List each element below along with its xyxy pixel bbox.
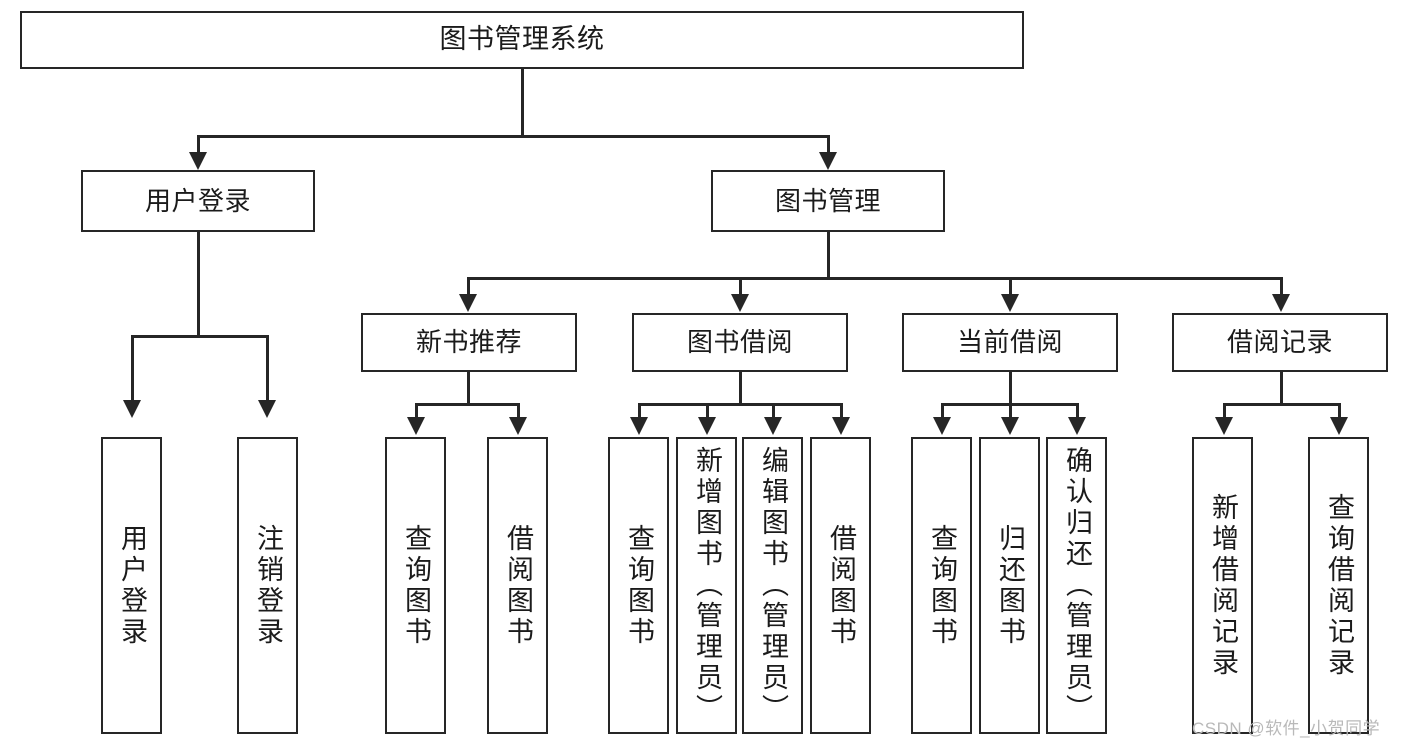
connector-borrow-record-to-leaf-1 [1223,403,1226,419]
node-label: 图书管理系统 [439,24,605,55]
arrow-book-borrow-to-leaf-4 [832,417,850,435]
node-label: 编辑图书（管理员） [758,446,788,725]
node-label: 查询借阅记录 [1324,492,1354,679]
node-new-book-recommend[interactable]: 新书推荐 [361,313,577,372]
connector-root-stem [521,69,524,137]
node-label: 借阅图书 [503,523,533,648]
connector-book-manage-to-borrow-record [1280,277,1283,299]
node-leaf-add-record[interactable]: 新增借阅记录 [1192,437,1253,734]
node-label: 借阅图书 [826,523,856,648]
node-label: 用户登录 [117,523,147,648]
arrow-new-book-to-leaf-1 [407,417,425,435]
node-root-book-management-system[interactable]: 图书管理系统 [20,11,1024,69]
connector-book-borrow-stem [739,372,742,405]
connector-borrow-record-to-leaf-2 [1338,403,1341,419]
connector-user-login-to-leaf-1 [131,335,134,403]
node-label: 新增借阅记录 [1208,492,1238,679]
node-label: 图书借阅 [686,327,793,358]
node-leaf-query-record[interactable]: 查询借阅记录 [1308,437,1369,734]
node-leaf-edit-book[interactable]: 编辑图书（管理员） [742,437,803,734]
connector-current-borrow-stem [1009,372,1012,405]
node-leaf-confirm-return[interactable]: 确认归还（管理员） [1046,437,1107,734]
node-label: 借阅记录 [1226,327,1333,358]
node-label: 当前借阅 [956,327,1063,358]
node-book-borrow[interactable]: 图书借阅 [632,313,848,372]
node-leaf-logout-login[interactable]: 注销登录 [237,437,298,734]
node-leaf-borrow-book-1[interactable]: 借阅图书 [487,437,548,734]
arrow-book-borrow-to-leaf-3 [764,417,782,435]
connector-new-book-stem [467,372,470,405]
node-leaf-borrow-book-2[interactable]: 借阅图书 [810,437,871,734]
connector-book-borrow-to-leaf-3 [772,403,775,419]
connector-book-manage-to-new-book [467,277,470,299]
node-leaf-user-login[interactable]: 用户登录 [101,437,162,734]
connector-user-login-bus [131,335,266,338]
arrow-current-borrow-to-leaf-3 [1068,417,1086,435]
node-user-login[interactable]: 用户登录 [81,170,315,232]
arrow-current-borrow-to-leaf-1 [933,417,951,435]
node-label: 查询图书 [927,523,957,648]
arrow-new-book-to-leaf-2 [509,417,527,435]
connector-borrow-record-stem [1280,372,1283,405]
node-current-borrow[interactable]: 当前借阅 [902,313,1118,372]
arrow-user-login-to-leaf-1 [123,400,141,418]
connector-new-book-bus [415,403,520,406]
connector-book-manage-stem [827,232,830,279]
connector-book-manage-to-current-borrow [1009,277,1012,299]
node-leaf-query-book-3[interactable]: 查询图书 [911,437,972,734]
node-label: 新书推荐 [415,327,522,358]
arrow-borrow-record-to-leaf-1 [1215,417,1233,435]
node-leaf-return-book[interactable]: 归还图书 [979,437,1040,734]
connector-user-login-stem [197,232,200,337]
connector-root-to-book-manage [827,135,830,161]
connector-root-to-user-login [197,135,200,161]
node-leaf-query-book-1[interactable]: 查询图书 [385,437,446,734]
connector-current-borrow-to-leaf-2 [1009,403,1012,419]
arrow-current-borrow-to-leaf-2 [1001,417,1019,435]
node-leaf-query-book-2[interactable]: 查询图书 [608,437,669,734]
node-leaf-add-book[interactable]: 新增图书（管理员） [676,437,737,734]
node-label: 新增图书（管理员） [692,446,722,725]
node-label: 归还图书 [995,523,1025,648]
node-label: 确认归还（管理员） [1062,446,1092,725]
arrow-root-to-user-login [189,152,207,170]
arrow-book-borrow-to-leaf-2 [698,417,716,435]
arrow-book-borrow-to-leaf-1 [630,417,648,435]
node-label: 图书管理 [774,185,881,216]
connector-new-book-to-leaf-2 [517,403,520,419]
csdn-watermark: CSDN @软件_小贺同学 [1192,719,1381,738]
node-label: 查询图书 [624,523,654,648]
arrow-book-manage-to-new-book [459,294,477,312]
node-label: 注销登录 [253,523,283,648]
arrow-user-login-to-leaf-2 [258,400,276,418]
connector-book-manage-to-book-borrow [739,277,742,299]
arrow-book-manage-to-book-borrow [731,294,749,312]
connector-user-login-to-leaf-2 [266,335,269,403]
connector-book-borrow-to-leaf-2 [706,403,709,419]
arrow-root-to-book-manage [819,152,837,170]
connector-book-borrow-to-leaf-1 [638,403,641,419]
arrow-book-manage-to-current-borrow [1001,294,1019,312]
node-label: 查询图书 [401,523,431,648]
connector-root-bus [197,135,828,138]
connector-book-manage-bus [467,277,1280,280]
node-book-manage[interactable]: 图书管理 [711,170,945,232]
arrow-book-manage-to-borrow-record [1272,294,1290,312]
connector-borrow-record-bus [1223,403,1341,406]
connector-book-borrow-to-leaf-4 [840,403,843,419]
arrow-borrow-record-to-leaf-2 [1330,417,1348,435]
node-borrow-record[interactable]: 借阅记录 [1172,313,1388,372]
connector-new-book-to-leaf-1 [415,403,418,419]
connector-current-borrow-to-leaf-3 [1076,403,1079,419]
node-label: 用户登录 [144,185,251,216]
connector-book-borrow-bus [638,403,843,406]
connector-current-borrow-to-leaf-1 [941,403,944,419]
